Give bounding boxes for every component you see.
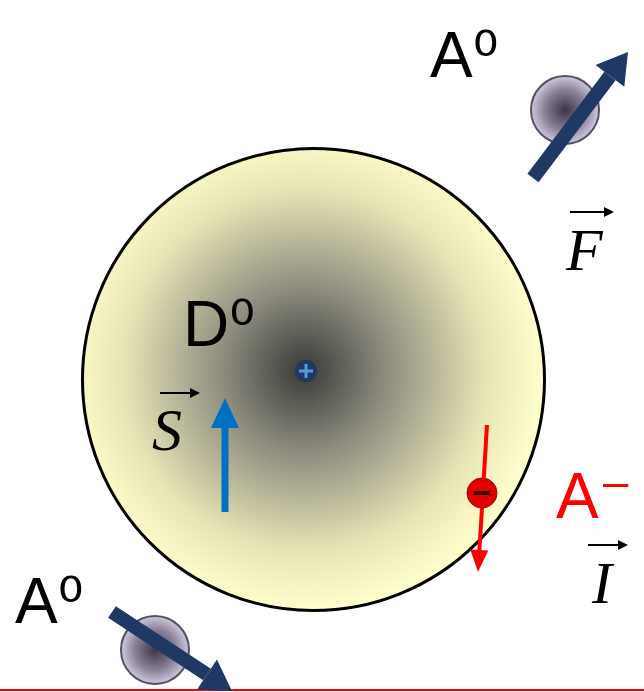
- vector-arrow: [160, 392, 192, 394]
- node-shape: A⁰: [425, 15, 644, 190]
- node-label: D⁰: [183, 292, 255, 356]
- plus-sign: [305, 364, 308, 378]
- spin-arrow: [112, 612, 207, 675]
- spin-arrowhead: [596, 52, 629, 87]
- baseline-line: [0, 689, 644, 691]
- spin-arrow: [533, 76, 610, 178]
- spin-arrowhead: [470, 550, 488, 573]
- donor-core: [295, 360, 317, 382]
- node-illustration: [80, 146, 547, 613]
- spin-arrowhead: [211, 398, 239, 428]
- vector-arrowhead: [190, 388, 200, 398]
- vector-label: F: [566, 220, 603, 280]
- node-shape: D⁰: [80, 146, 547, 613]
- node-shape: A⁰: [10, 565, 244, 692]
- node-label: A⁻: [556, 464, 632, 528]
- spin-arrowhead: [197, 660, 232, 692]
- vector-arrow: [570, 211, 606, 213]
- acceptor-ion: [467, 478, 497, 508]
- vector-arrowhead: [604, 207, 614, 217]
- vector-arrow: [588, 544, 620, 546]
- vector-arrowhead: [618, 540, 628, 550]
- spin-arrow: [222, 424, 229, 512]
- node-shape: A⁻: [460, 418, 644, 578]
- node-label: A⁰: [430, 23, 498, 87]
- vector-label: I: [592, 553, 612, 613]
- vector-label: S: [152, 400, 182, 460]
- minus-sign: [474, 491, 490, 495]
- donor-circle: [83, 149, 545, 611]
- node-label: A⁰: [15, 569, 83, 633]
